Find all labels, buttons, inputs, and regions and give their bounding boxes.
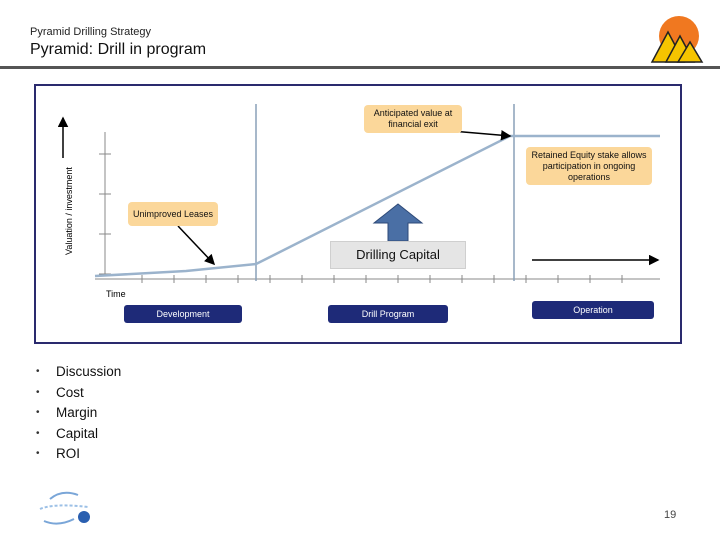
phase-drill-program: Drill Program xyxy=(328,305,448,323)
exit-value-callout: Anticipated value at financial exit xyxy=(364,105,462,133)
page-number: 19 xyxy=(664,509,677,521)
strategy-diagram: Valuation / investment Time Anticipated … xyxy=(34,84,682,344)
retained-equity-callout: Retained Equity stake allows participati… xyxy=(526,147,652,185)
drilling-capital-box: Drilling Capital xyxy=(330,241,466,269)
unimproved-leases-callout: Unimproved Leases xyxy=(128,202,218,226)
list-item: • Margin xyxy=(36,403,121,424)
page-title: Pyramid: Drill in program xyxy=(30,41,207,58)
bullet-icon: • xyxy=(36,366,40,377)
list-item: • Capital xyxy=(36,424,121,445)
bullet-text: Cost xyxy=(56,384,84,400)
leases-pointer-arrow xyxy=(177,225,216,266)
y-axis-label: Valuation / investment xyxy=(64,167,74,255)
bullet-icon: • xyxy=(36,427,40,439)
pyramid-logo-icon xyxy=(650,16,704,63)
bullet-icon: • xyxy=(36,386,40,398)
phase-development: Development xyxy=(124,305,242,323)
bullet-icon: • xyxy=(36,448,40,459)
bullet-text: Margin xyxy=(56,405,98,420)
phase-operation: Operation xyxy=(532,301,654,319)
bullet-text: Capital xyxy=(56,425,99,441)
page-subtitle: Pyramid Drilling Strategy xyxy=(30,26,152,38)
header-divider xyxy=(0,66,720,69)
capital-up-arrow xyxy=(372,203,424,242)
bullet-text: ROI xyxy=(56,446,81,461)
bullet-text: Discussion xyxy=(56,364,122,379)
x-ticks xyxy=(141,275,623,283)
diagram-canvas xyxy=(57,104,660,283)
list-item: • Discussion xyxy=(36,362,121,383)
list-item: • Cost xyxy=(36,383,121,404)
valuation-curve xyxy=(94,134,660,278)
discussion-bullet-list: • Discussion • Cost • Margin • Capital • ROI xyxy=(36,362,121,465)
x-axis-label: Time xyxy=(106,289,126,299)
footer-logo-icon xyxy=(39,491,90,525)
list-item: • ROI xyxy=(36,444,121,465)
bullet-icon: • xyxy=(36,407,40,418)
